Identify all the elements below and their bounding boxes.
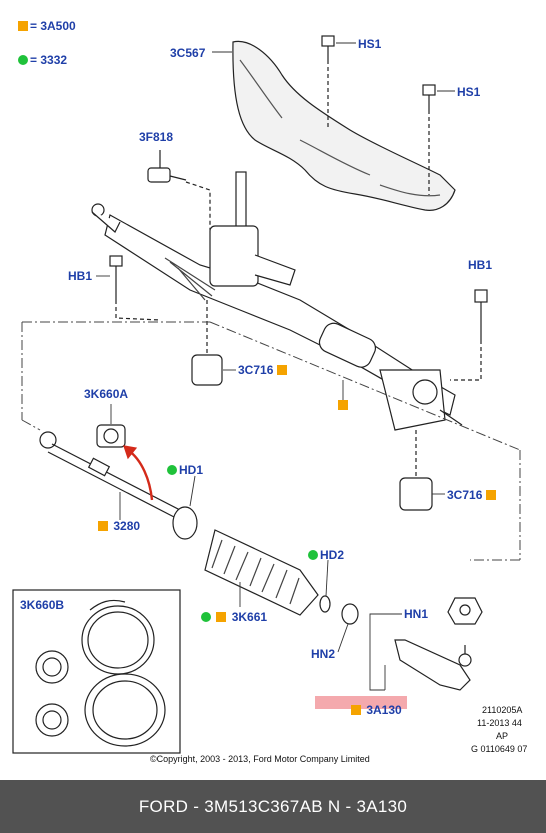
footer-part-numbers: FORD - 3M513C367AB N - 3A130: [138, 797, 408, 816]
label-hd1: HD1: [167, 463, 203, 477]
sensor-3f818: [147, 150, 211, 230]
washer-hn2: [341, 603, 359, 625]
red-arrow: [127, 449, 154, 501]
orange-square-icon: [485, 490, 496, 500]
label-hb1-right: HB1: [468, 258, 493, 272]
copyright-text: ©Copyright, 2003 - 2013, Ford Motor Comp…: [150, 754, 370, 764]
bushing-right: [399, 430, 433, 511]
orange-square-icon: [351, 705, 361, 715]
label-3f818: 3F818: [139, 130, 174, 144]
highlight-bar: [315, 696, 407, 709]
green-dot-icon: [308, 550, 318, 560]
steering-gear-exploded-diagram: [12, 35, 521, 754]
clip-hd2: [319, 595, 331, 613]
meta-code-3: AP: [496, 731, 509, 741]
tie-rod-end-3a130: [394, 639, 472, 691]
label-hn2: HN2: [311, 647, 336, 661]
meta-code-2: 11-2013 44: [477, 718, 522, 728]
label-3c716-right: 3C716: [447, 488, 498, 502]
heat-shield: [232, 40, 456, 211]
bolt-hs1-right: [422, 84, 436, 195]
legend-square: = 3A500: [18, 19, 76, 33]
meta-code-4: G 0110649 07: [471, 744, 528, 754]
label-hs1-top: HS1: [358, 37, 382, 51]
bolt-hb1-right: [450, 289, 488, 381]
label-hd2: HD2: [308, 548, 344, 562]
inner-tie-rod: [39, 431, 181, 519]
label-hs1-right: HS1: [457, 85, 481, 99]
label-3c567: 3C567: [170, 46, 206, 60]
label-3k660b: 3K660B: [20, 598, 65, 612]
orange-square-icon: [98, 521, 108, 531]
label-3a130: 3A130: [351, 703, 402, 717]
inset-rings: [35, 599, 166, 747]
orange-square-icon: [18, 21, 28, 31]
label-3c716-left: 3C716: [238, 363, 289, 377]
label-3k660a: 3K660A: [84, 387, 129, 401]
nut-hn1: [447, 597, 483, 625]
bushing-left: [191, 300, 223, 386]
steering-rack: [91, 171, 463, 431]
orange-square-icon: [276, 365, 287, 375]
label-hb1-left: HB1: [68, 269, 93, 283]
gaiter-boot-3k661: [204, 529, 319, 616]
green-dot-icon: [18, 55, 28, 65]
label-3k661: 3K661: [201, 610, 267, 624]
label-hn1: HN1: [404, 607, 429, 621]
orange-square-icon: [216, 612, 227, 622]
meta-code-1: 2110205A: [482, 705, 523, 715]
label-3280: 3280: [98, 519, 140, 533]
green-dot-icon: [167, 465, 177, 475]
legend-dot: = 3332: [18, 53, 67, 67]
orange-square-icon: [338, 400, 348, 410]
clip-hd1: [172, 506, 198, 540]
footer-bar: FORD - 3M513C367AB N - 3A130: [0, 780, 546, 833]
green-dot-icon: [201, 612, 211, 622]
bolt-hb1-left: [109, 255, 161, 321]
retaining-ring-3k660a: [96, 424, 126, 448]
bolt-hs1-top: [321, 35, 335, 130]
